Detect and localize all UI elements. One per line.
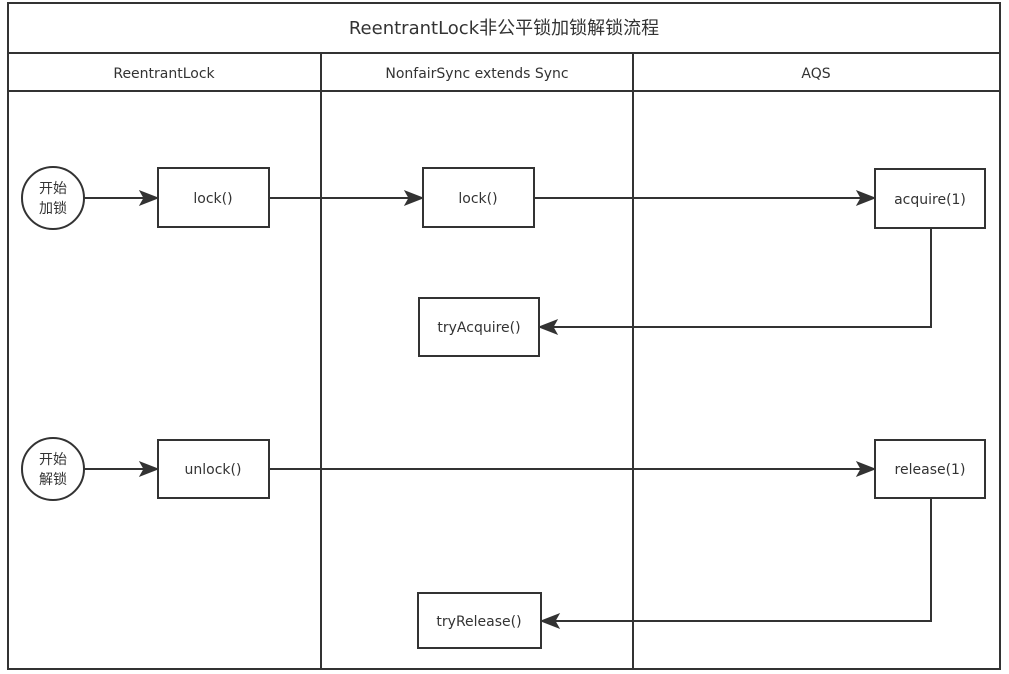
lane-header-reentrantlock: ReentrantLock bbox=[113, 66, 215, 82]
arrowhead bbox=[138, 461, 160, 477]
start-node-unlock-line1: 开始 bbox=[39, 452, 67, 468]
node-nonfairsync-tryacquire-label: tryAcquire() bbox=[437, 320, 520, 336]
start-node-lock: 开始 加锁 bbox=[21, 166, 85, 230]
node-nonfairsync-tryrelease: tryRelease() bbox=[417, 592, 542, 649]
node-reentrantlock-lock: lock() bbox=[157, 167, 270, 228]
arrowhead bbox=[539, 613, 561, 629]
node-nonfairsync-lock-label: lock() bbox=[458, 191, 497, 207]
start-node-unlock: 开始 解锁 bbox=[21, 437, 85, 501]
node-aqs-release-box bbox=[874, 439, 986, 499]
edge-release-to-tryrelease bbox=[555, 498, 932, 622]
edges bbox=[84, 190, 932, 629]
start-node-unlock-circle bbox=[21, 437, 85, 501]
arrowhead bbox=[855, 461, 877, 477]
node-reentrantlock-lock-label: lock() bbox=[193, 191, 232, 207]
arrowhead bbox=[855, 190, 877, 206]
node-reentrantlock-lock-box bbox=[157, 167, 270, 228]
node-aqs-acquire-box bbox=[874, 168, 986, 229]
arrowhead bbox=[403, 190, 425, 206]
lane-header-aqs: AQS bbox=[801, 66, 830, 82]
node-aqs-release-label: release(1) bbox=[895, 462, 966, 478]
arrowhead bbox=[537, 319, 559, 335]
start-node-lock-line2: 加锁 bbox=[39, 201, 67, 217]
diagram-frame bbox=[7, 2, 1001, 670]
node-reentrantlock-unlock-box bbox=[157, 439, 270, 499]
node-nonfairsync-lock-box bbox=[422, 167, 535, 228]
node-aqs-acquire-label: acquire(1) bbox=[894, 192, 966, 208]
start-node-lock-line1: 开始 bbox=[39, 181, 67, 197]
node-aqs-acquire: acquire(1) bbox=[874, 168, 986, 229]
node-reentrantlock-unlock-label: unlock() bbox=[185, 462, 242, 478]
node-nonfairsync-tryacquire-box bbox=[418, 297, 540, 357]
lane-header-nonfairsync: NonfairSync extends Sync bbox=[385, 66, 568, 82]
node-reentrantlock-unlock: unlock() bbox=[157, 439, 270, 499]
start-node-unlock-line2: 解锁 bbox=[39, 472, 67, 488]
diagram-title: ReentrantLock非公平锁加锁解锁流程 bbox=[349, 18, 659, 39]
edge-acquire-to-tryacquire bbox=[553, 228, 932, 328]
node-nonfairsync-lock: lock() bbox=[422, 167, 535, 228]
node-nonfairsync-tryrelease-label: tryRelease() bbox=[436, 614, 521, 630]
arrowhead bbox=[138, 190, 160, 206]
node-aqs-release: release(1) bbox=[874, 439, 986, 499]
node-nonfairsync-tryacquire: tryAcquire() bbox=[418, 297, 540, 357]
start-node-lock-circle bbox=[21, 166, 85, 230]
node-nonfairsync-tryrelease-box bbox=[417, 592, 542, 649]
